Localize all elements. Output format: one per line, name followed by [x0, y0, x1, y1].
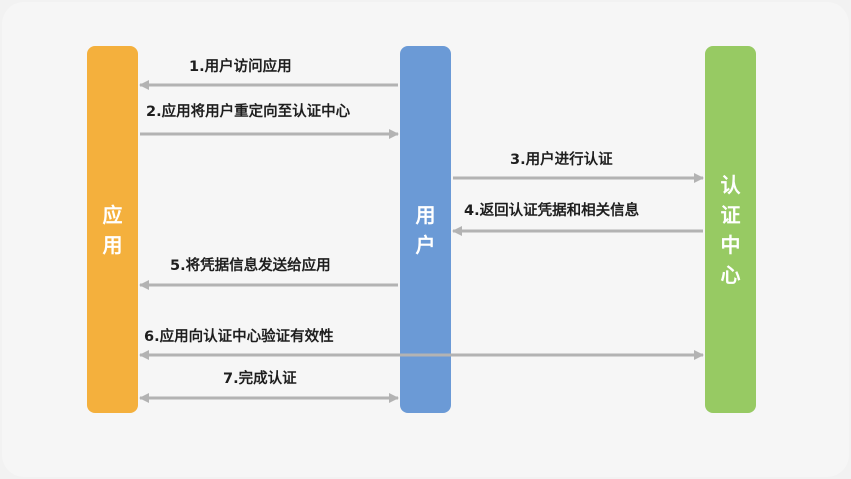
step-5-label: 5.将凭据信息发送给应用	[170, 258, 331, 274]
step-4-label: 4.返回认证凭据和相关信息	[464, 203, 640, 219]
lane-auth: 认证中心	[705, 46, 756, 413]
lane-user-label: 用户	[415, 202, 436, 257]
lane-auth-label: 认证中心	[720, 172, 741, 287]
step-3-label: 3.用户进行认证	[510, 152, 613, 168]
step-7-label: 7.完成认证	[223, 371, 297, 387]
step-2-label: 2.应用将用户重定向至认证中心	[146, 104, 351, 120]
lane-app: 应用	[87, 46, 138, 413]
lane-app-label: 应用	[102, 202, 123, 257]
step-1-label: 1.用户访问应用	[189, 59, 292, 75]
step-6-label: 6.应用向认证中心验证有效性	[144, 329, 334, 345]
